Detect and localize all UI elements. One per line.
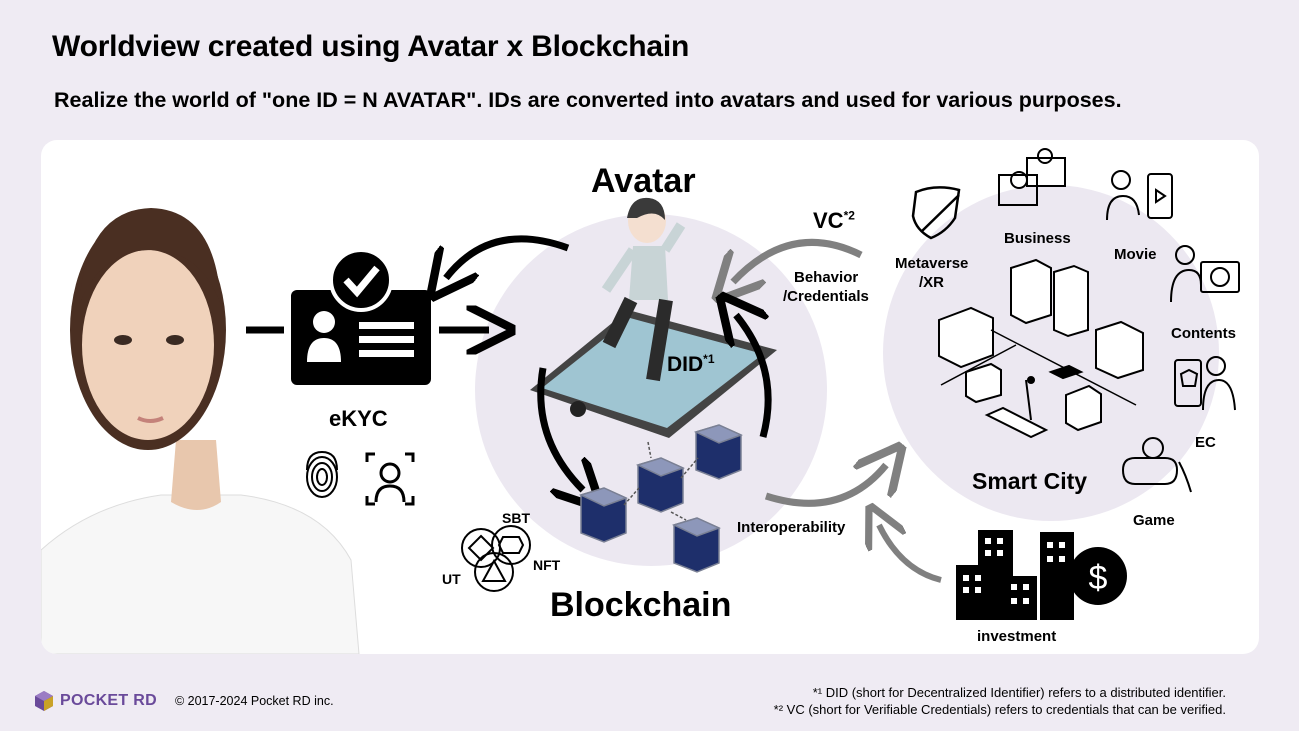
blockchain-label: Blockchain (550, 586, 732, 624)
avatar-label: Avatar (591, 162, 696, 200)
shield-icon (911, 186, 961, 240)
did-text: DID (667, 353, 704, 376)
did-to-blockchain-arrow (537, 367, 583, 490)
blockchain-cubes (578, 424, 743, 573)
xr-label: /XR (919, 274, 945, 291)
blockchain-to-smart-city-arrow (764, 465, 886, 507)
token-icons (461, 525, 531, 592)
pocket-rd-logo-icon (35, 691, 53, 711)
sbt-label: SBT (502, 510, 530, 526)
cube-3 (693, 424, 743, 480)
pocket-rd-logo-text: POCKET RD (60, 692, 157, 709)
did-to-avatar-arrow (736, 315, 772, 438)
movie-label: Movie (1114, 246, 1157, 263)
metaverse-label: Metaverse (895, 255, 969, 272)
cube-4 (671, 517, 721, 573)
ekyc-label: eKYC (329, 406, 388, 431)
vc-text: VC (813, 208, 844, 233)
business-people-icon (998, 148, 1066, 206)
avatar-figure (601, 197, 686, 382)
contents-icon (1170, 245, 1240, 303)
game-label: Game (1133, 512, 1175, 529)
ut-label: UT (442, 571, 461, 587)
svg-text:$: $ (1089, 559, 1108, 597)
game-icon (1121, 437, 1192, 493)
fingerprint-icon (306, 450, 338, 498)
movie-icon (1106, 170, 1173, 221)
did-marker: *1 (703, 352, 715, 366)
page-title: Worldview created using Avatar x Blockch… (52, 30, 690, 63)
ec-icon (1174, 356, 1236, 411)
copyright-text: © 2017-2024 Pocket RD inc. (174, 694, 334, 708)
page-subtitle: Realize the world of "one ID = N AVATAR"… (54, 88, 1122, 112)
cube-2 (635, 457, 685, 513)
diagram-graphics: $ (41, 148, 1240, 654)
footnote-vc: *² VC (short for Verifiable Credentials)… (773, 702, 1226, 717)
vc-to-avatar-arrow (733, 238, 863, 282)
id-card-icon (246, 248, 431, 385)
face-scan-icon (365, 452, 415, 506)
did-label: DID*1 (667, 352, 715, 377)
person-portrait (41, 208, 360, 654)
nft-label: NFT (533, 557, 561, 573)
credentials-label: /Credentials (783, 288, 869, 305)
footer-brand: POCKET RD © 2017-2024 Pocket RD inc. (34, 690, 334, 712)
smart-city-circle (883, 185, 1219, 521)
investment-label: investment (977, 628, 1057, 645)
cube-1 (578, 487, 628, 543)
behavior-label: Behavior (794, 269, 859, 286)
footnote-did: *¹ DID (short for Decentralized Identifi… (812, 685, 1226, 700)
vc-label: VC*2 (813, 208, 855, 234)
ec-label: EC (1195, 434, 1216, 451)
business-label: Business (1004, 230, 1071, 247)
interoperability-label: Interoperability (737, 519, 846, 536)
investment-icon: $ (956, 530, 1127, 620)
footnotes: *¹ DID (short for Decentralized Identifi… (774, 684, 1226, 718)
avatar-to-ekyc-arrow (446, 235, 570, 278)
smart-city-illustration (938, 258, 1144, 439)
diagram-panel: $ Avatar eKYC DID*1 VC*2 Behavior /Crede… (41, 140, 1259, 654)
vc-marker: *2 (843, 208, 855, 223)
investment-to-interoperability-arrow (879, 525, 942, 583)
contents-label: Contents (1171, 325, 1236, 342)
smart-city-label: Smart City (972, 468, 1088, 494)
